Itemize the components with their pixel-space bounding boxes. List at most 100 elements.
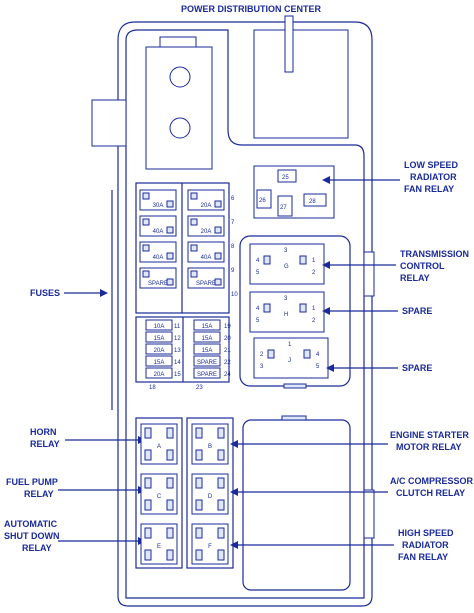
relay-socket-b: B — [191, 423, 229, 465]
relay-pin-label: 2 — [312, 318, 316, 324]
label-fuel-pump-2: RELAY — [24, 489, 54, 499]
cartridge-fuse-label: SPARE — [196, 281, 216, 287]
fuse-number: 6 — [231, 196, 235, 202]
label-high-speed-2: RADIATOR — [402, 540, 449, 550]
label-low-speed-3: FAN RELAY — [404, 184, 454, 194]
cartridge-fuse-label: SPARE — [148, 281, 168, 287]
cartridge-fuse-left-3: SPARE — [139, 267, 177, 289]
low-speed-pin-label-27: 27 — [280, 205, 287, 211]
mini-fuse-label: 15A — [154, 360, 165, 366]
low-speed-pin-26 — [256, 189, 272, 209]
pdc-inner-outline — [125, 29, 365, 599]
cartridge-fuse-left-0: 30A — [139, 189, 177, 211]
low-speed-pin-28 — [303, 193, 327, 207]
side-connector — [91, 99, 127, 147]
cartridge-fuse-label: 40A — [153, 255, 164, 261]
label-trans-3: RELAY — [400, 273, 430, 283]
mini-fuse-bottom-number-right: 23 — [196, 385, 203, 391]
mounting-hole-bottom — [169, 117, 191, 139]
low-speed-pin-label-28: 28 — [309, 199, 316, 205]
starter-relay-area — [242, 419, 351, 591]
relay-letter: B — [208, 444, 212, 450]
mini-fuse-number: 22 — [224, 360, 231, 366]
fuse-number: 7 — [231, 220, 235, 226]
right-side-connector — [363, 489, 375, 539]
relay-pin-label: H — [284, 312, 288, 318]
label-starter-1: ENGINE STARTER — [390, 430, 469, 440]
main-fuse-block — [145, 46, 213, 170]
mini-fuse-label: SPARE — [197, 372, 217, 378]
spare-relay-socket-1 — [249, 291, 325, 333]
trans-relay-socket — [249, 243, 325, 285]
low-speed-pin-25 — [277, 169, 297, 183]
low-speed-pin-label-25: 25 — [282, 175, 289, 181]
relay-pin-label: G — [284, 264, 289, 270]
label-ac-2: CLUTCH RELAY — [396, 488, 465, 498]
area-tab-bottom — [283, 383, 307, 389]
mini-fuse-right-4: SPARE 24 — [193, 367, 231, 379]
relay-pin-label: 5 — [256, 270, 260, 276]
relay-letter: D — [208, 494, 213, 500]
relay-socket-group: A B C D E F — [140, 423, 229, 565]
main-fuse-block-tab — [159, 36, 197, 48]
relay-socket-e: E — [140, 523, 178, 565]
mini-fuse-number: 24 — [224, 372, 231, 378]
top-right-post — [284, 15, 294, 73]
cartridge-fuse-label: 20A — [201, 203, 212, 209]
relay-pin-label: 5 — [316, 364, 320, 370]
relay-pin-label: 2 — [312, 270, 316, 276]
label-low-speed-2: RADIATOR — [410, 172, 457, 182]
relay-letter: F — [208, 544, 212, 550]
trans-right-connector — [363, 251, 375, 297]
mini-fuse-number: 19 — [224, 324, 231, 330]
cartridge-fuse-label: 20A — [201, 229, 212, 235]
cartridge-fuse-label: 40A — [153, 229, 164, 235]
relay-pin-label: 5 — [256, 318, 260, 324]
cartridge-fuse-right-1: 20A — [187, 215, 225, 237]
relay-letter: C — [157, 494, 162, 500]
relay-letter: A — [157, 444, 161, 450]
label-asd-1: AUTOMATIC — [4, 519, 58, 529]
relay-pin-label: 2 — [260, 352, 264, 358]
fuse-number: 10 — [231, 292, 238, 298]
relay-pin-label: 1 — [312, 258, 316, 264]
label-trans-1: TRANSMISSION — [400, 249, 469, 259]
label-spare-2: SPARE — [402, 363, 432, 373]
cartridge-fuse-right-3: SPARE — [187, 267, 225, 289]
relay-block-left — [135, 417, 183, 569]
mini-fuse-label: 20A — [154, 348, 165, 354]
mini-fuse-label: 15A — [202, 336, 213, 342]
label-starter-2: MOTOR RELAY — [396, 442, 462, 452]
label-fuses: FUSES — [30, 288, 60, 298]
relay-socket-f: F — [191, 523, 229, 565]
pdc-housing — [117, 21, 373, 607]
relay-pin-label: 4 — [256, 306, 260, 312]
cartridge-fuse-label: 30A — [153, 203, 164, 209]
mini-fuse-number: 15 — [174, 372, 181, 378]
mini-fuse-number: 11 — [174, 324, 181, 330]
mini-fuse-number: 20 — [224, 336, 231, 342]
diagram-title: POWER DISTRIBUTION CENTER — [181, 4, 322, 14]
mini-fuse-number: 12 — [174, 336, 181, 342]
top-right-connector — [253, 29, 349, 139]
low-speed-pin-27 — [277, 195, 293, 217]
starter-area-tab — [281, 415, 307, 421]
fuse-number: 9 — [231, 268, 235, 274]
relay-socket-c: C — [140, 473, 178, 515]
relay-pin-label: 1 — [288, 342, 292, 348]
mini-fuse-bottom-number-left: 18 — [149, 385, 156, 391]
label-ac-1: A/C COMPRESSOR — [390, 476, 474, 486]
relay-pin-label: 4 — [316, 352, 320, 358]
relay-pin-label: J — [288, 358, 291, 364]
